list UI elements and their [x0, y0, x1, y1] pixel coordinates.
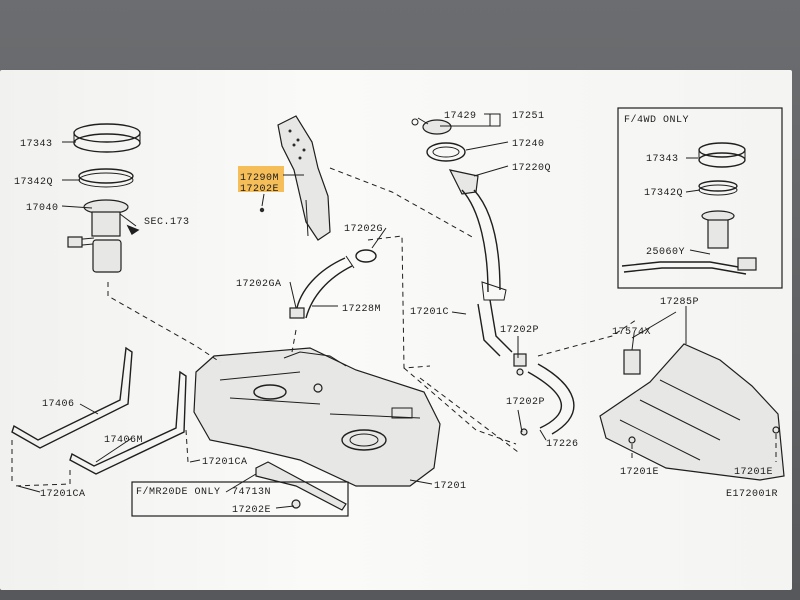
label-17406m: 17406M [104, 435, 143, 446]
label-17202e-top: 17202E [240, 184, 279, 195]
heat-insulator-17285p[interactable] [599, 343, 785, 481]
fmr20de-box [131, 481, 349, 517]
label-17201ca-a: 17201CA [202, 457, 248, 468]
guard-74713n[interactable] [255, 461, 347, 511]
vapor-hose[interactable] [513, 353, 575, 436]
inset-4wd-box [617, 107, 783, 289]
label-17228m: 17228M [342, 304, 381, 315]
label-sec173: SEC.173 [144, 217, 190, 228]
label-17040: 17040 [26, 203, 59, 214]
label-17240: 17240 [512, 139, 545, 150]
label-17202g: 17202G [344, 224, 383, 235]
label-17226: 17226 [546, 439, 579, 450]
label-17342q: 17342Q [14, 177, 53, 188]
label-17202ga: 17202GA [236, 279, 282, 290]
label-17202e-bot: 17202E [232, 505, 271, 516]
label-17406: 17406 [42, 399, 75, 410]
label-17220q: 17220Q [512, 163, 551, 174]
part-highlight [238, 166, 284, 192]
filler-cap-assembly[interactable] [411, 117, 513, 357]
label-fmr20de: F/MR20DE ONLY [136, 486, 221, 498]
label-17201ca-b: 17201CA [40, 489, 86, 500]
diagram-id-label: E172001R [726, 489, 778, 500]
filler-hose[interactable] [289, 249, 377, 319]
label-17251: 17251 [512, 111, 545, 122]
label-17201e-a: 17201E [620, 467, 659, 478]
label-17202p-b: 17202P [506, 397, 545, 408]
label-74713n: 74713N [232, 487, 271, 498]
filler-neck-bracket[interactable] [259, 115, 331, 241]
label-17201c: 17201C [410, 307, 449, 318]
label-f4wd: F/4WD ONLY [624, 114, 689, 126]
label-17429: 17429 [444, 111, 477, 122]
label-17343-4wd: 17343 [646, 154, 679, 165]
tank-band-17406m[interactable] [69, 370, 187, 475]
fuel-tank[interactable] [193, 347, 441, 487]
label-17202p-a: 17202P [500, 325, 539, 336]
label-25060y: 25060Y [646, 247, 685, 258]
leader-lines [11, 167, 777, 487]
fuel-pump-assembly-4wd[interactable] [621, 142, 757, 275]
label-17290m: 17290M [240, 173, 279, 184]
label-17342q-4wd: 17342Q [644, 188, 683, 199]
label-17201e-b: 17201E [734, 467, 773, 478]
label-17201: 17201 [434, 481, 467, 492]
tank-band-17406[interactable] [11, 346, 133, 449]
solid-leaders [17, 113, 711, 509]
label-17285p: 17285P [660, 297, 699, 308]
label-17574x: 17574X [612, 327, 651, 338]
label-17343: 17343 [20, 139, 53, 150]
fuel-pump-assembly-left[interactable] [67, 123, 141, 273]
part-labels: 17343 17342Q 17040 SEC.173 17290M 17202E… [14, 111, 778, 516]
